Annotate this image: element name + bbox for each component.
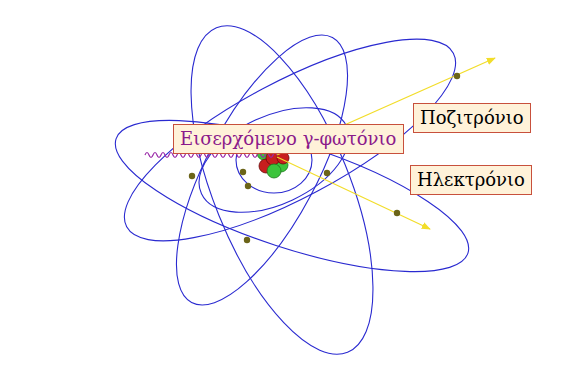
positron-label: Ποζιτρόνιο bbox=[413, 103, 531, 133]
electron-dot bbox=[394, 210, 400, 216]
electron-dot bbox=[240, 169, 246, 175]
orbit bbox=[153, 2, 410, 369]
electron-label: Ηλεκτρόνιο bbox=[410, 165, 532, 195]
orbit bbox=[143, 12, 381, 329]
electron-dot bbox=[245, 183, 251, 189]
positron-dot bbox=[454, 73, 460, 79]
electron-dot bbox=[324, 170, 330, 176]
electron-track bbox=[277, 157, 430, 229]
electron-dot bbox=[244, 237, 250, 243]
neutron bbox=[267, 164, 281, 178]
photon-label: Εισερχόμενο γ-φωτόνιο bbox=[173, 124, 404, 154]
label-text: Ποζιτρόνιο bbox=[420, 106, 524, 130]
label-text: Ηλεκτρόνιο bbox=[417, 168, 525, 192]
label-text: Εισερχόμενο γ-φωτόνιο bbox=[180, 127, 397, 151]
electron-dot bbox=[189, 173, 195, 179]
electron-dots bbox=[189, 73, 460, 243]
orbit bbox=[99, 2, 480, 278]
